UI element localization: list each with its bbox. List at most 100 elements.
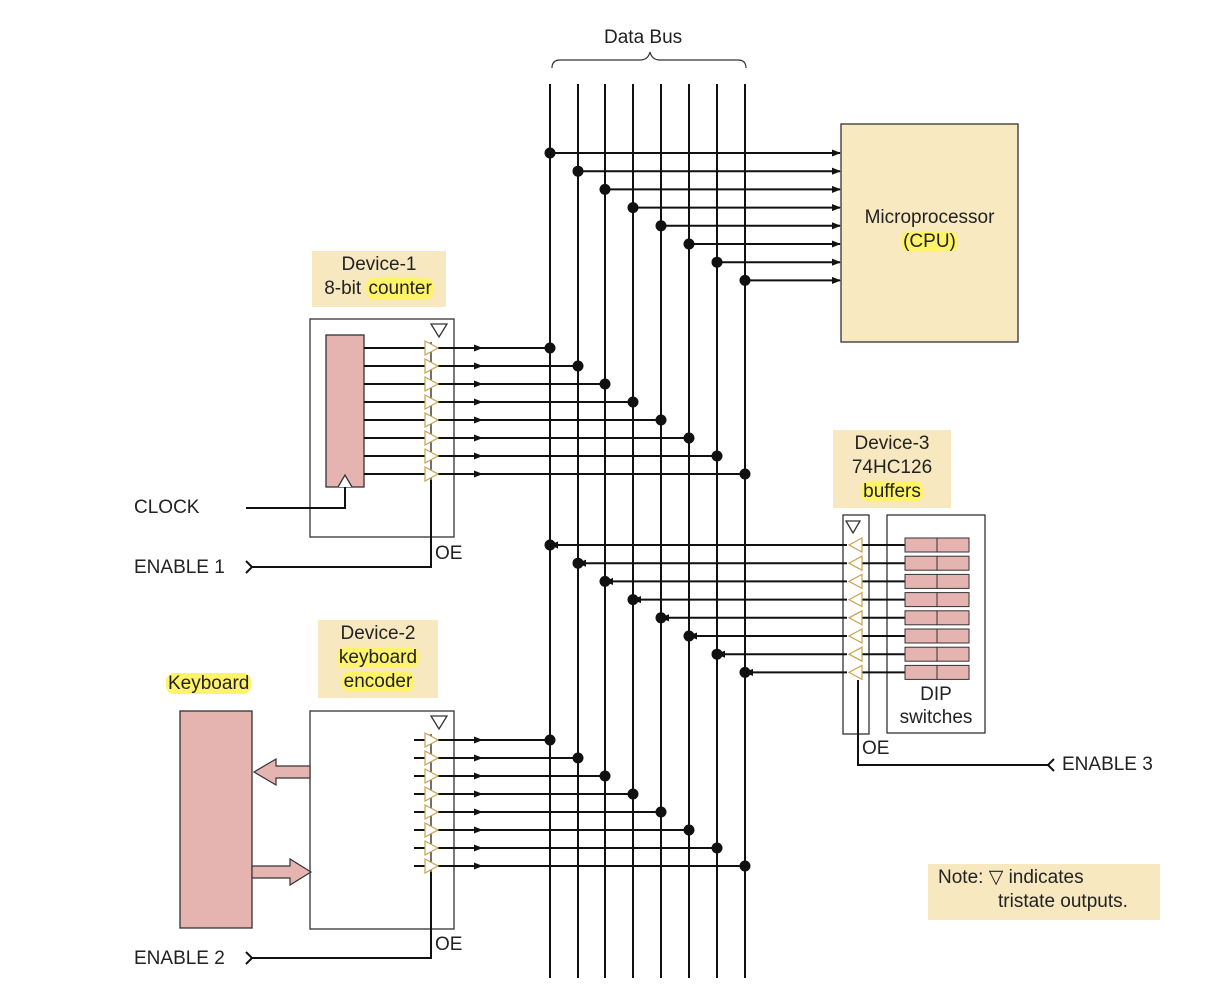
junction-dot bbox=[683, 238, 695, 250]
enable2-label: ENABLE 2 bbox=[134, 948, 225, 969]
junction-dot bbox=[599, 378, 611, 390]
junction-dot bbox=[711, 256, 723, 268]
device3-label: Device-3 74HC126 buffers bbox=[833, 430, 951, 508]
tristate-buffer bbox=[424, 839, 440, 857]
tristate-buffer bbox=[424, 749, 440, 767]
dip-switch-right bbox=[936, 537, 970, 553]
device2-oe-label: OE bbox=[435, 934, 463, 955]
device3-title: Device-3 bbox=[854, 433, 930, 454]
connection-wires bbox=[364, 149, 905, 872]
device1-title: Device-1 bbox=[341, 254, 417, 275]
device3-desc: buffers bbox=[861, 481, 923, 502]
junction-dot bbox=[655, 220, 667, 232]
tristate-buffer bbox=[847, 573, 863, 590]
dip-switch-left bbox=[904, 537, 938, 553]
dip-switch-left bbox=[904, 664, 938, 680]
dip-switch-right bbox=[936, 628, 970, 644]
junction-dot bbox=[711, 842, 723, 854]
dip-label-line1: DIP bbox=[920, 684, 952, 705]
tristate-buffer bbox=[424, 465, 440, 483]
device3-tristate-icon bbox=[844, 520, 862, 535]
enable1-wire bbox=[245, 480, 432, 574]
junction-dot bbox=[627, 396, 639, 408]
dip-switch-right bbox=[936, 592, 970, 608]
device2-title: Device-2 bbox=[340, 623, 416, 644]
dip-switch-left bbox=[904, 555, 938, 571]
tristate-buffer bbox=[424, 821, 440, 839]
junction-dot bbox=[683, 630, 695, 642]
junction-dot bbox=[627, 202, 639, 214]
tristate-buffer bbox=[424, 857, 440, 875]
tristate-buffer bbox=[424, 447, 440, 465]
junction-dot bbox=[739, 860, 751, 872]
enable2-wire bbox=[245, 872, 432, 965]
clock-label: CLOCK bbox=[134, 497, 200, 518]
cpu-label-line2: (CPU) bbox=[901, 231, 958, 252]
dip-switch-right bbox=[936, 664, 970, 680]
device3-oe-label: OE bbox=[862, 738, 890, 759]
junction-dot bbox=[655, 806, 667, 818]
keyboard-to-encoder-arrow bbox=[251, 857, 313, 887]
device1-desc-prefix: 8-bit bbox=[324, 278, 367, 299]
tristate-buffer bbox=[424, 429, 440, 447]
clock-wire bbox=[246, 487, 346, 509]
tristate-buffer bbox=[424, 375, 440, 393]
dip-switch-left bbox=[904, 592, 938, 608]
junction-dot bbox=[655, 414, 667, 426]
note-box: Note: ▽ indicates tristate outputs. bbox=[928, 864, 1160, 920]
note-line2: tristate outputs. bbox=[998, 891, 1128, 912]
junction-dot bbox=[544, 342, 556, 354]
dip-switch-right bbox=[936, 610, 970, 626]
dip-label: DIP switches bbox=[887, 683, 985, 729]
device1-desc-highlight: counter bbox=[366, 278, 434, 299]
clock-triangle bbox=[337, 473, 353, 488]
junction-dot bbox=[739, 468, 751, 480]
junction-dot bbox=[572, 165, 584, 177]
tristate-buffer bbox=[424, 339, 440, 357]
dip-switch-left bbox=[904, 646, 938, 662]
junction-dot bbox=[572, 557, 584, 569]
tristate-buffer bbox=[424, 767, 440, 785]
dip-switch-right bbox=[936, 573, 970, 589]
device2-box bbox=[309, 710, 455, 930]
data-bus-label: Data Bus bbox=[604, 27, 683, 48]
junction-dot bbox=[572, 752, 584, 764]
junction-dot bbox=[683, 824, 695, 836]
counter-register bbox=[325, 334, 365, 488]
device2-line1: keyboard bbox=[336, 647, 420, 668]
dip-switch-right bbox=[936, 646, 970, 662]
cpu-label: Microprocessor (CPU) bbox=[841, 206, 1018, 254]
device2-tristate-icon bbox=[429, 715, 449, 731]
keyboard-label: Keyboard bbox=[166, 672, 252, 696]
tristate-buffer bbox=[847, 664, 863, 681]
junction-dot bbox=[683, 432, 695, 444]
junction-dot bbox=[544, 539, 556, 551]
enable3-wire bbox=[857, 680, 1055, 772]
device2-label: Device-2 keyboard encoder bbox=[318, 620, 438, 698]
device1-tristate-icon bbox=[429, 323, 449, 339]
device2-line2: encoder bbox=[341, 671, 415, 692]
tristate-buffer bbox=[424, 785, 440, 803]
encoder-to-keyboard-arrow bbox=[252, 757, 311, 787]
tristate-buffer bbox=[847, 627, 863, 645]
junction-dot bbox=[544, 734, 556, 746]
tristate-buffer bbox=[847, 591, 863, 608]
junction-dot bbox=[599, 770, 611, 782]
tristate-buffer bbox=[424, 411, 440, 429]
tristate-buffer bbox=[847, 536, 863, 554]
keyboard-label-text: Keyboard bbox=[166, 673, 252, 694]
junction-dot bbox=[627, 788, 639, 800]
junction-dot bbox=[572, 360, 584, 372]
dip-label-line2: switches bbox=[899, 707, 973, 728]
dip-switch-left bbox=[904, 573, 938, 589]
dip-switch-left bbox=[904, 610, 938, 626]
junction-dots bbox=[544, 147, 751, 872]
cpu-label-line1: Microprocessor bbox=[864, 207, 995, 228]
tristate-buffer bbox=[424, 357, 440, 375]
device3-box bbox=[842, 514, 870, 735]
junction-dot bbox=[711, 450, 723, 462]
enable3-label: ENABLE 3 bbox=[1062, 754, 1153, 775]
junction-dot bbox=[739, 274, 751, 286]
device3-part: 74HC126 bbox=[851, 457, 933, 478]
